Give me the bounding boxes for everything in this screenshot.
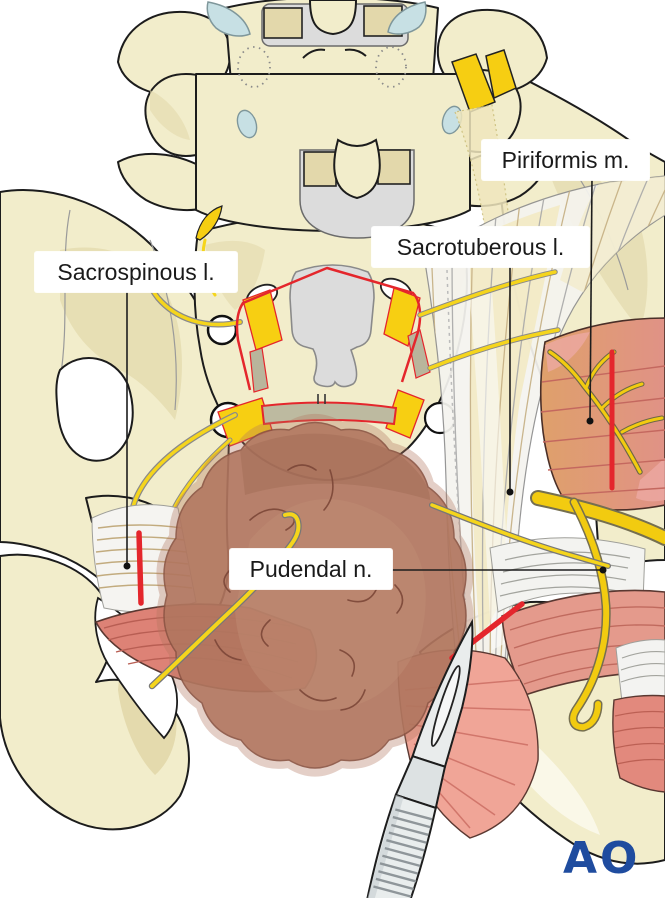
label-sacrospinous-ligament: Sacrospinous l. [35, 252, 237, 292]
piriformis-muscle [539, 317, 665, 511]
pudendal-nerve-trunk [530, 490, 665, 732]
vertebra-details [206, 0, 463, 239]
leader-lines [123, 177, 607, 574]
laminectomy-outline [235, 266, 422, 391]
ao-foundation-logo: AO [563, 833, 641, 884]
dural-sac [289, 264, 375, 388]
far-right-muscle [612, 639, 665, 793]
label-pudendal-nerve: Pudendal n. [230, 549, 392, 589]
label-piriformis-muscle: Piriformis m. [482, 140, 649, 180]
scalpel [366, 618, 474, 898]
greater-sciatic-notch [55, 357, 134, 462]
s1-s2-nerves [417, 269, 561, 371]
label-sacrotuberous-ligament: Sacrotuberous l. [372, 227, 589, 267]
sacrospinous-incision [136, 530, 144, 606]
hematoma-mass [163, 421, 467, 769]
sacral-canal [206, 264, 457, 447]
